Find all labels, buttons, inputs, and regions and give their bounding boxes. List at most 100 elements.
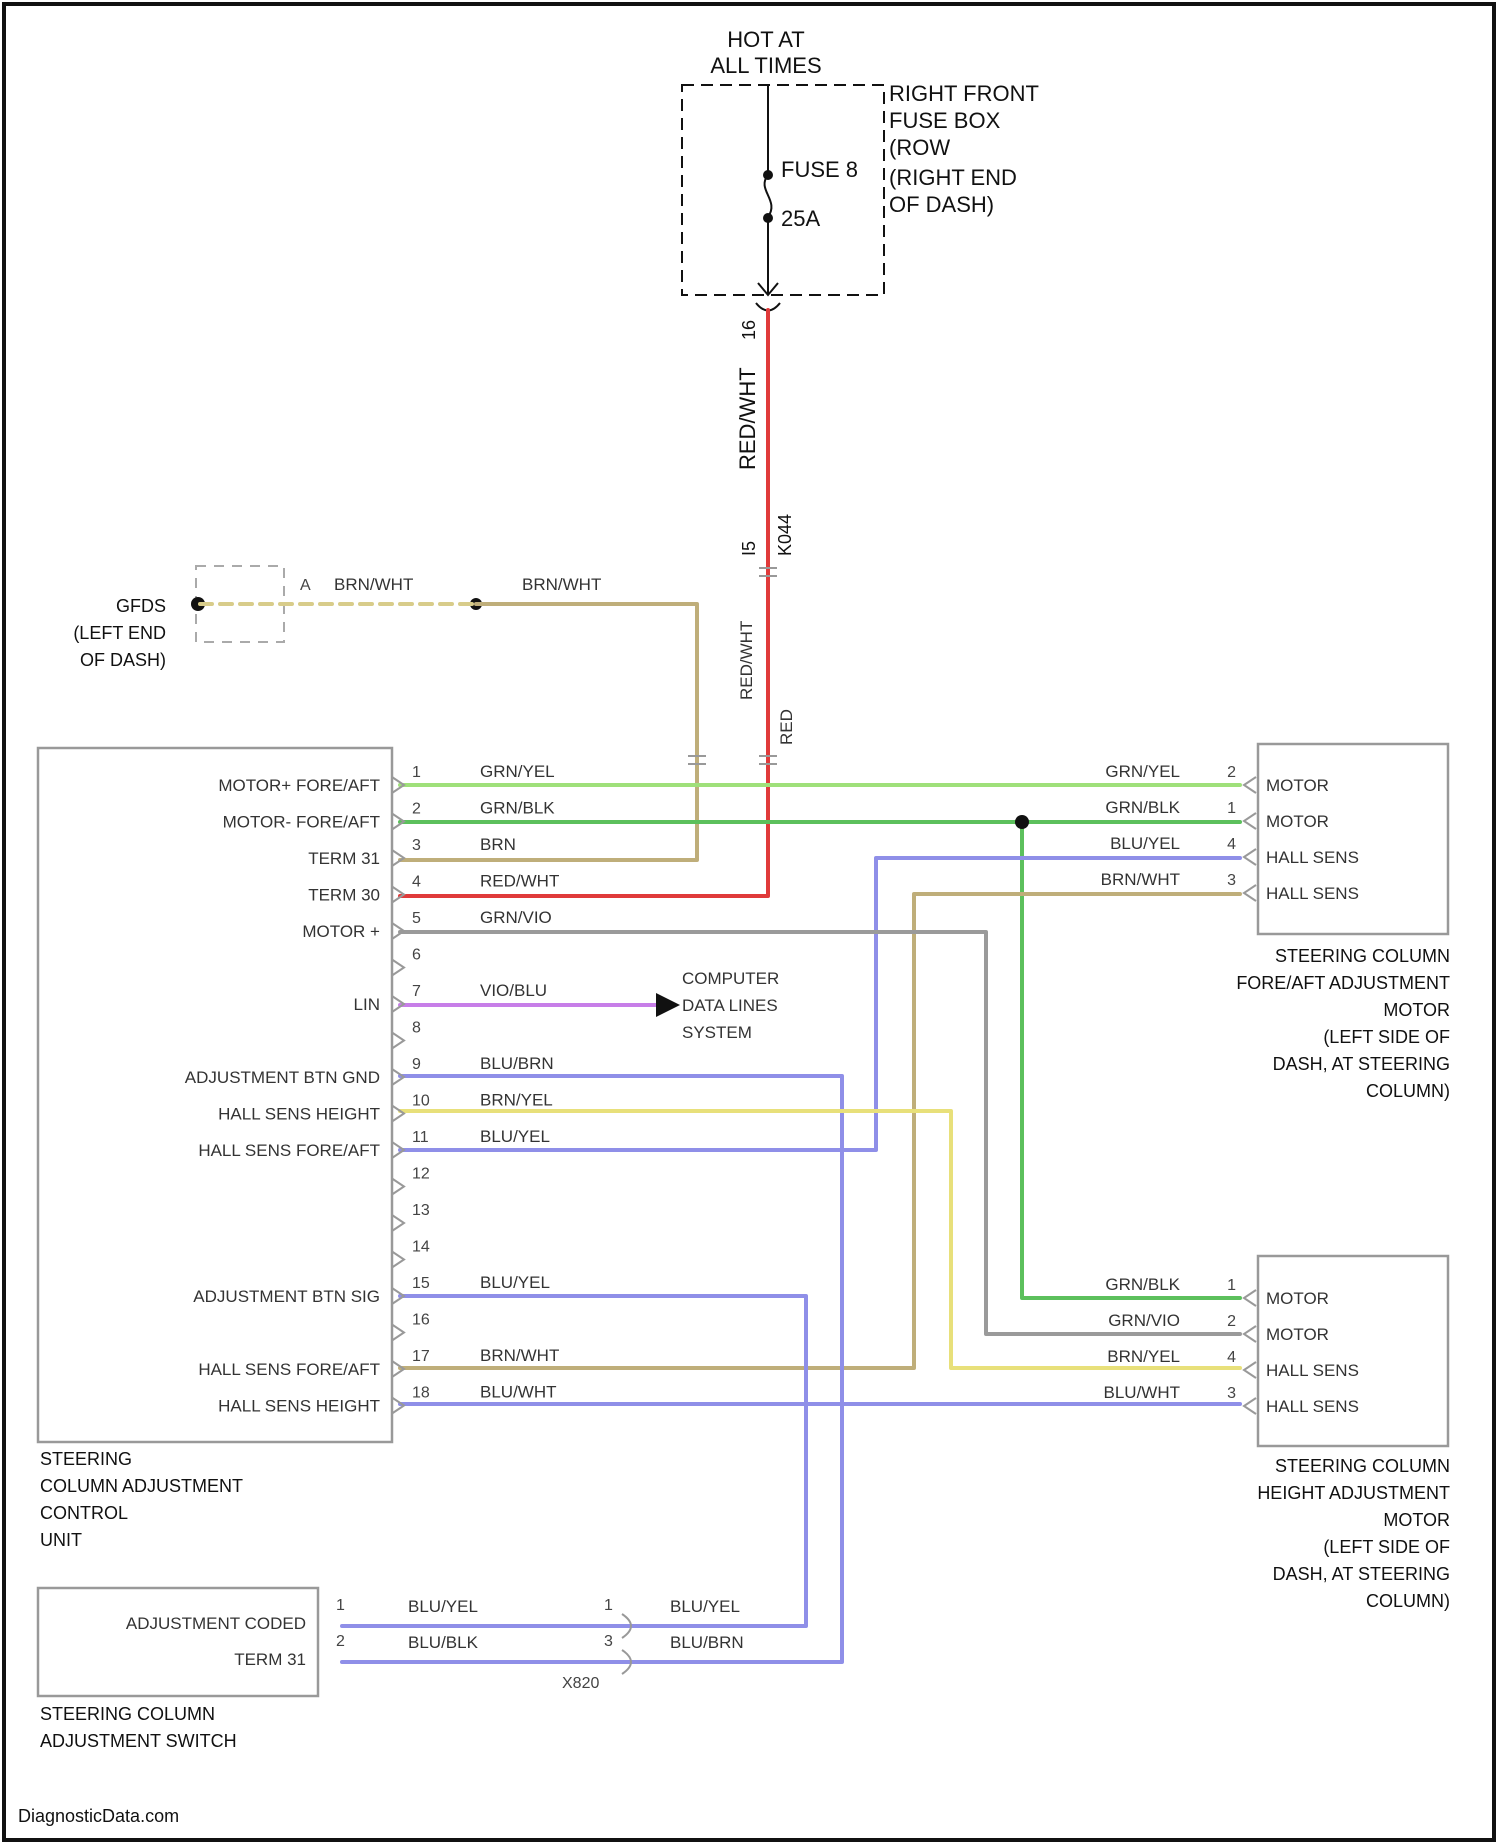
motor-pin-connector [1244,1290,1256,1306]
fa-name-line: STEERING COLUMN [1275,946,1450,966]
cu-pin-number: 10 [412,1093,430,1110]
cu-wire-label: VIO/BLU [480,981,547,1000]
cu-pin-label: ADJUSTMENT BTN GND [185,1068,380,1087]
ground-name-line: OF DASH) [80,650,166,670]
motor-pin-number: 3 [1227,1385,1236,1402]
cu-pin-number: 1 [412,764,421,781]
motor-pin-connector [1244,1362,1256,1378]
motor-pin-number: 2 [1227,764,1236,781]
cu-pin-number: 12 [412,1166,430,1183]
fore-aft-motor-box [1258,744,1448,934]
inline-connector-id: X820 [562,1675,599,1692]
fuse-name: FUSE 8 [781,157,858,182]
cu-pin-number: 13 [412,1202,430,1219]
cu-pin-number: 7 [412,983,421,1000]
cu-wire-label: GRN/BLK [480,799,555,818]
wire-pin-15 [400,1296,806,1626]
motor-pin-label: HALL SENS [1266,884,1359,903]
ground-name-line: GFDS [116,596,166,616]
data-lines-line: SYSTEM [682,1023,752,1042]
control-unit-name-line: UNIT [40,1530,82,1550]
cu-pin-connector [392,1179,404,1195]
switch-name-line: STEERING COLUMN [40,1704,215,1724]
switch-pin-label: TERM 31 [234,1650,306,1669]
supply-pin-top: 16 [739,320,759,340]
splice-grn-blk [1015,815,1029,829]
cu-pin-label: HALL SENS HEIGHT [218,1105,380,1124]
cu-pin-connector [392,1325,404,1341]
hm-name-line: STEERING COLUMN [1275,1456,1450,1476]
fuse-rating: 25A [781,206,820,231]
cu-pin-connector [392,923,404,939]
supply-wire-color: RED/WHT [735,367,760,470]
cu-pin-number: 17 [412,1348,430,1365]
cu-pin-label: HALL SENS FORE/AFT [198,1360,380,1379]
motor-pin-label: HALL SENS [1266,1397,1359,1416]
vertical-wire-label: RED/WHT [737,621,756,700]
ground-wire-label-b: BRN/WHT [522,575,601,594]
cu-pin-connector [392,1398,404,1414]
inline-wire-label: BLU/BRN [670,1633,744,1652]
motor-wire-label: BRN/WHT [1101,870,1180,889]
fuse-box-name-line: FUSE BOX [889,108,1001,133]
switch-pin-number: 1 [336,1597,345,1614]
fa-name-line: DASH, AT STEERING [1273,1054,1450,1074]
hm-name-line: MOTOR [1383,1510,1450,1530]
inline-pin: 1 [604,1597,613,1614]
cu-pin-label: MOTOR + [302,922,380,941]
cu-wire-label: BLU/BRN [480,1054,554,1073]
cu-pin-connector [392,1252,404,1268]
motor-wire-label: BLU/YEL [1110,834,1180,853]
cu-pin-connector [392,1361,404,1377]
cu-wire-label: GRN/VIO [480,908,552,927]
cu-pin-label: ADJUSTMENT BTN SIG [193,1287,380,1306]
supply-connector-id: K044 [775,514,795,556]
cu-pin-label: TERM 30 [308,886,380,905]
switch-name-line: ADJUSTMENT SWITCH [40,1731,237,1751]
motor-pin-connector [1244,1398,1256,1414]
motor-pin-label: MOTOR [1266,812,1329,831]
ground-pin: A [300,577,311,594]
switch-box [38,1588,318,1696]
height-motor-box [1258,1256,1448,1446]
fuse-box-name-line: OF DASH) [889,192,994,217]
cu-wire-label: RED/WHT [480,872,559,891]
motor-pin-number: 4 [1227,1349,1236,1366]
cu-pin-number: 2 [412,801,421,818]
motor-pin-number: 1 [1227,1277,1236,1294]
hm-name-line: HEIGHT ADJUSTMENT [1257,1483,1450,1503]
motor-pin-connector [1244,813,1256,829]
switch-pin-label: ADJUSTMENT CODED [126,1614,306,1633]
switch-pin-number: 2 [336,1633,345,1650]
cu-pin-label: MOTOR+ FORE/AFT [218,776,380,795]
cu-pin-connector [392,996,404,1012]
fuse-box-name-line: (ROW [889,135,950,160]
cu-pin-label: MOTOR- FORE/AFT [223,813,380,832]
motor-wire-label: BRN/YEL [1107,1347,1180,1366]
cu-pin-label: HALL SENS HEIGHT [218,1397,380,1416]
motor-pin-connector [1244,885,1256,901]
motor-pin-label: MOTOR [1266,1325,1329,1344]
cu-wire-label: BRN/YEL [480,1091,553,1110]
ground-name: GFDS (LEFT END OF DASH) [73,596,166,670]
fuse-box-name-line: RIGHT FRONT [889,81,1039,106]
supply-pin-bottom: I5 [739,541,759,556]
cu-pin-number: 8 [412,1020,421,1037]
control-unit-name-line: COLUMN ADJUSTMENT [40,1476,243,1496]
cu-wire-label: BLU/YEL [480,1273,550,1292]
cu-pin-connector [392,1106,404,1122]
motor-wire-label: GRN/YEL [1105,762,1180,781]
motor-wire-label: GRN/BLK [1105,798,1180,817]
hot-at-label-2: ALL TIMES [710,53,821,78]
cu-pin-label: TERM 31 [308,849,380,868]
data-lines-line: COMPUTER [682,969,779,988]
motor-pin-connector [1244,1326,1256,1342]
cu-wire-label: BRN/WHT [480,1346,559,1365]
motor-wire-label: BLU/WHT [1104,1383,1181,1402]
motor-pin-label: MOTOR [1266,1289,1329,1308]
cu-wire-label: BRN [480,835,516,854]
motor-pin-number: 1 [1227,800,1236,817]
cu-pin-number: 9 [412,1056,421,1073]
motor-pin-label: MOTOR [1266,776,1329,795]
